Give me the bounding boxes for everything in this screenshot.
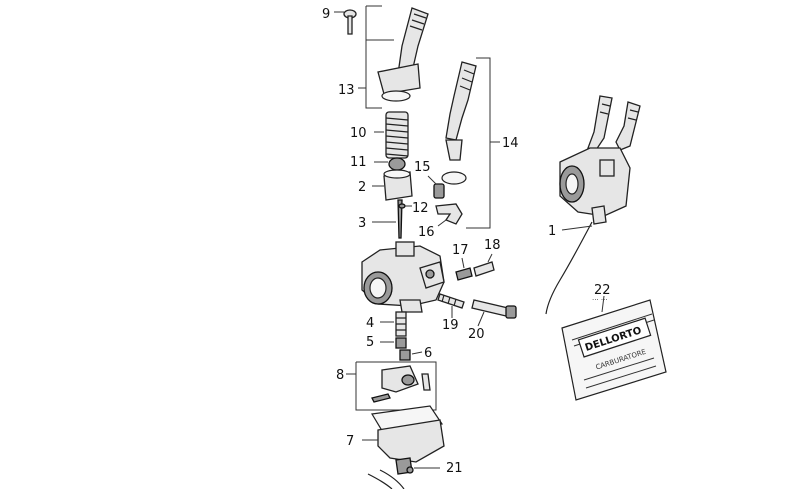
part-15-screw (433, 183, 445, 199)
callout-15: 15 (414, 160, 431, 175)
part-20-screw (471, 299, 517, 319)
leader-15 (427, 175, 437, 185)
leader-16 (437, 219, 447, 227)
part-7-float-bowl (371, 405, 445, 475)
part-19-spring (437, 293, 465, 309)
bracket-8 (346, 361, 437, 411)
leader-22 (601, 295, 605, 313)
part-21-hose (367, 466, 414, 489)
part-1-assembled-carburetor (545, 95, 641, 315)
part-14-choke-cable (441, 61, 477, 185)
callout-7: 7 (346, 434, 354, 449)
part-13-cable-cap (377, 7, 429, 102)
callout-16: 16 (418, 225, 435, 240)
callout-5: 5 (366, 335, 374, 350)
callout-18: 18 (484, 238, 501, 253)
part-3-needle (397, 199, 403, 239)
leader-20 (477, 311, 485, 327)
callout-13: 13 (338, 83, 355, 98)
callout-4: 4 (366, 316, 374, 331)
leader-17 (461, 257, 465, 269)
part-5-jet (395, 337, 407, 349)
bracket-14 (466, 57, 500, 229)
callout-9: 9 (322, 7, 330, 22)
part-2-slide (383, 169, 413, 201)
callout-17: 17 (452, 243, 469, 258)
part-8-float (371, 365, 431, 403)
part-11-clip (388, 157, 406, 171)
callout-2: 2 (358, 180, 366, 195)
part-17-screw (455, 267, 473, 281)
callout-12: 12 (412, 201, 429, 216)
leader-1 (561, 225, 593, 231)
callout-20: 20 (468, 327, 485, 342)
part-16-elbow (435, 203, 463, 225)
callout-21: 21 (446, 461, 463, 476)
bag-top-print: ··· ··· (592, 296, 608, 304)
callout-19: 19 (442, 318, 459, 333)
part-9-screw (343, 9, 357, 35)
callout-14: 14 (502, 136, 519, 151)
callout-1: 1 (548, 224, 556, 239)
callout-8: 8 (336, 368, 344, 383)
part-22-kit-bag: ··· ··· DELLORTO CARBURATORE (561, 296, 667, 401)
callout-3: 3 (358, 216, 366, 231)
callout-11: 11 (350, 155, 367, 170)
leader-6 (411, 351, 423, 355)
part-4-jet (395, 311, 407, 337)
callout-6: 6 (424, 346, 432, 361)
callout-22: 22 (594, 283, 611, 298)
leader-18 (487, 253, 493, 263)
callout-10: 10 (350, 126, 367, 141)
bracket-13 (365, 5, 394, 109)
part-10-spring (385, 111, 409, 159)
part-6-jet (399, 349, 411, 361)
carburetor-body (361, 241, 445, 313)
part-18-screw (473, 261, 495, 277)
